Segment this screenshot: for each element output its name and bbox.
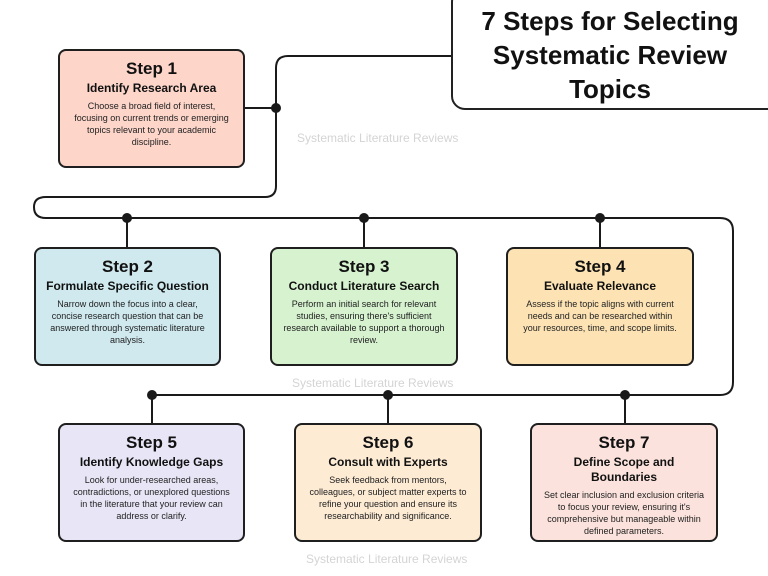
step-number: Step 7 bbox=[598, 433, 650, 452]
step-description: Look for under-researched areas, contrad… bbox=[73, 475, 230, 521]
junction-dot-step6 bbox=[383, 390, 393, 400]
step-card-3: Step 3 Conduct Literature Search Perform… bbox=[270, 247, 458, 366]
step-heading: Identify Research Area bbox=[86, 81, 217, 95]
watermark-2: Systematic Literature Reviews bbox=[292, 376, 454, 390]
step-heading: Formulate Specific Question bbox=[46, 279, 209, 293]
step-description: Narrow down the focus into a clear, conc… bbox=[50, 299, 205, 345]
junction-dot-step3 bbox=[359, 213, 369, 223]
step-number: Step 5 bbox=[125, 433, 178, 452]
step-card-6: Step 6 Consult with Experts Seek feedbac… bbox=[294, 423, 482, 542]
step-description: Set clear inclusion and exclusion criter… bbox=[543, 490, 705, 536]
page-title: 7 Steps for Selecting Systematic Review … bbox=[481, 6, 739, 104]
step-heading: Evaluate Relevance bbox=[543, 279, 657, 293]
step-card-7: Step 7 Define Scope and Boundaries Set c… bbox=[530, 423, 718, 542]
step-card-2: Step 2 Formulate Specific Question Narro… bbox=[34, 247, 221, 366]
step-description: Choose a broad field of interest, focusi… bbox=[74, 101, 229, 147]
step-number: Step 2 bbox=[101, 257, 154, 276]
step-number: Step 4 bbox=[574, 257, 626, 276]
step-card-4: Step 4 Evaluate Relevance Assess if the … bbox=[506, 247, 694, 366]
junction-dot-step5 bbox=[147, 390, 157, 400]
step-number: Step 3 bbox=[338, 257, 390, 276]
watermark-3: Systematic Literature Reviews bbox=[306, 552, 468, 566]
step-heading: Identify Knowledge Gaps bbox=[79, 455, 224, 469]
connector-title-to-step1 bbox=[275, 55, 452, 108]
step-card-5: Step 5 Identify Knowledge Gaps Look for … bbox=[58, 423, 245, 542]
watermark-1: Systematic Literature Reviews bbox=[297, 131, 459, 145]
junction-dot-step7 bbox=[620, 390, 630, 400]
step-description: Assess if the topic aligns with current … bbox=[523, 299, 677, 333]
step-number: Step 6 bbox=[362, 433, 414, 452]
connector-step1-to-row2 bbox=[32, 108, 734, 396]
step-heading: Consult with Experts bbox=[328, 455, 448, 469]
step-card-1: Step 1 Identify Research Area Choose a b… bbox=[58, 49, 245, 168]
step-description: Seek feedback from mentors, colleagues, … bbox=[309, 475, 467, 521]
step-number: Step 1 bbox=[125, 59, 178, 78]
step-description: Perform an initial search for relevant s… bbox=[283, 299, 445, 345]
title-box bbox=[451, 0, 768, 110]
junction-dot-step1 bbox=[271, 103, 281, 113]
junction-dot-step2 bbox=[122, 213, 132, 223]
junction-dot-step4 bbox=[595, 213, 605, 223]
step-heading: Define Scope and Boundaries bbox=[573, 455, 675, 484]
step-heading: Conduct Literature Search bbox=[288, 279, 440, 293]
